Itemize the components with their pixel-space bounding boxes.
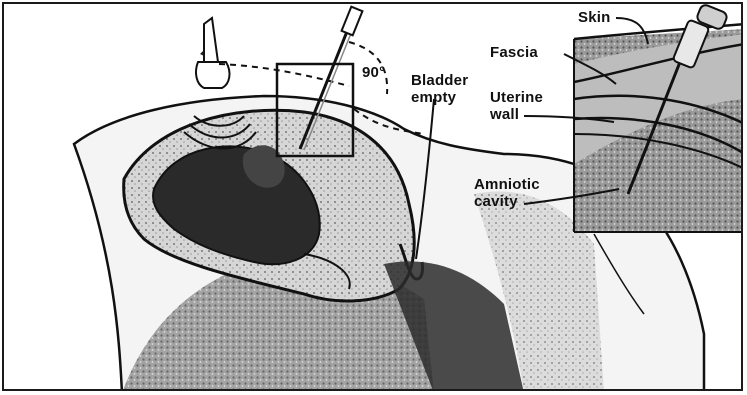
ultrasound-probe [196, 18, 229, 88]
illustration-frame: 90° Bladder empty Skin Fascia Uterine wa… [2, 2, 743, 391]
skin-label: Skin [578, 9, 610, 26]
fascia-label: Fascia [490, 44, 538, 61]
angle-label: 90° [362, 64, 385, 81]
inset-view [574, 24, 743, 232]
bladder-label: Bladder empty [411, 72, 468, 106]
uterine-wall-label: Uterine wall [490, 89, 543, 123]
amniotic-cavity-label: Amniotic cavity [474, 176, 540, 210]
amniocentesis-illustration [4, 4, 743, 391]
